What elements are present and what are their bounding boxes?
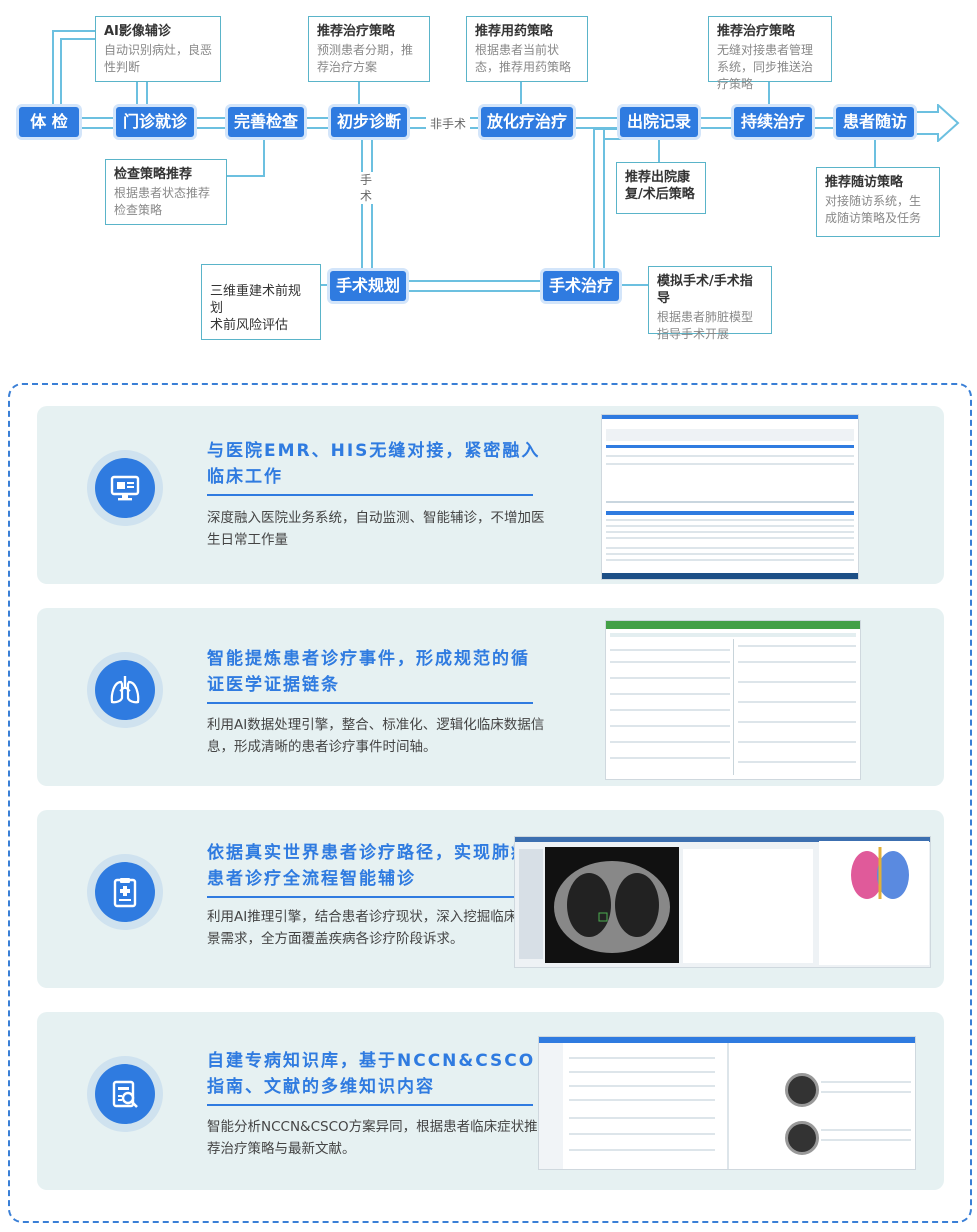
flow-end-arrow-icon: [913, 104, 960, 142]
note-title: 推荐用药策略: [475, 24, 554, 39]
feature-card-knowledge: 自建专病知识库，基于NCCN&CSCO指南、文献的多维知识内容 智能分析NCCN…: [37, 1012, 944, 1190]
note-connector: [520, 82, 522, 110]
note-connector: [146, 82, 148, 110]
note-body: 术前风险评估: [210, 318, 289, 333]
feature-divider: [207, 494, 533, 496]
note-title: 推荐治疗策略: [717, 24, 796, 39]
note-medication-strategy: 推荐用药策略 根据患者当前状态，推荐用药策略: [466, 16, 588, 82]
note-title: AI影像辅诊: [104, 24, 171, 39]
note-title: 推荐治疗策略: [317, 24, 396, 39]
feature-divider: [207, 702, 533, 704]
note-connector: [60, 38, 96, 40]
feature-divider: [207, 896, 533, 898]
surgery-connector-bottom: [406, 290, 546, 292]
node-chemoradiotherapy: 放化疗治疗: [481, 107, 573, 137]
feature-icon: [87, 652, 163, 728]
feature-description: 利用AI推理引擎，结合患者诊疗现状，深入挖掘临床各场景需求，全方面覆盖疾病各诊疗…: [207, 909, 545, 947]
node-followup: 患者随访: [836, 107, 914, 137]
note-connector: [60, 38, 62, 110]
3d-lung-model: [851, 847, 909, 899]
note-body: 根据患者肺脏模型指导手术开展: [657, 310, 754, 341]
search-book-icon: [112, 1080, 138, 1108]
note-ai-imaging: AI影像辅诊 自动识别病灶，良恶性判断: [95, 16, 221, 82]
note-body: 无缝对接患者管理系统，同步推送治疗策略: [717, 43, 814, 91]
note-body: 根据患者当前状态，推荐用药策略: [475, 43, 572, 74]
note-connector: [320, 284, 332, 286]
surgery-label: 手术: [359, 172, 373, 204]
node-examination: 完善检查: [228, 107, 304, 137]
workflow-diagram: 体 检 门诊就诊 完善检查 初步诊断 放化疗治疗 出院记录 持续治疗 患者随访 …: [0, 0, 977, 360]
non-surgery-label: 非手术: [426, 115, 471, 132]
node-surgery-planning: 手术规划: [330, 271, 406, 301]
note-body: 预测患者分期，推荐治疗方案: [317, 43, 414, 74]
node-checkup: 体 检: [19, 107, 79, 137]
surgery-return-top-2: [603, 138, 623, 140]
node-initial-diagnosis: 初步诊断: [331, 107, 407, 137]
lungs-icon: [110, 676, 140, 704]
note-connector: [263, 137, 265, 177]
note-surgery-guidance: 模拟手术/手术指导 根据患者肺脏模型指导手术开展: [648, 266, 772, 341]
surgery-branch-line-1: [361, 137, 363, 277]
surgery-branch-line-2: [371, 137, 373, 277]
node-continued-treatment: 持续治疗: [734, 107, 812, 137]
note-title: 模拟手术/手术指导: [657, 274, 753, 306]
emr-screenshot: [601, 414, 859, 580]
feature-title: 与医院EMR、HIS无缝对接，紧密融入临床工作: [207, 441, 541, 487]
note-title: 推荐出院康复/术后策略: [625, 170, 695, 202]
note-followup-strategy: 推荐随访策略 对接随访系统，生成随访策略及任务: [816, 167, 940, 237]
feature-title: 智能提炼患者诊疗事件，形成规范的循证医学证据链条: [207, 649, 530, 695]
feature-card-pathway: 依据真实世界患者诊疗路径，实现肺癌患者诊疗全流程智能辅诊 利用AI推理引擎，结合…: [37, 810, 944, 988]
feature-card-emr: 与医院EMR、HIS无缝对接，紧密融入临床工作 深度融入医院业务系统，自动监测、…: [37, 406, 944, 584]
note-body: 根据患者状态推荐检查策略: [114, 186, 211, 217]
knowledge-screenshot: [538, 1036, 916, 1170]
feature-title: 自建专病知识库，基于NCCN&CSCO指南、文献的多维知识内容: [207, 1051, 536, 1097]
feature-title: 依据真实世界患者诊疗路径，实现肺癌患者诊疗全流程智能辅诊: [207, 843, 530, 889]
node-discharge: 出院记录: [620, 107, 698, 137]
note-body: 对接随访系统，生成随访策略及任务: [825, 194, 922, 225]
surgery-return-line-2: [603, 128, 605, 274]
note-title: 推荐随访策略: [825, 175, 904, 190]
note-title: 三维重建术前规划: [210, 284, 302, 316]
feature-icon: [87, 1056, 163, 1132]
feature-description: 利用AI数据处理引擎，整合、标准化、逻辑化临床数据信息，形成清晰的患者诊疗事件时…: [207, 717, 545, 755]
note-discharge-strategy: 推荐出院康复/术后策略: [616, 162, 706, 214]
note-connector: [225, 175, 265, 177]
note-treatment-strategy: 推荐治疗策略 预测患者分期，推荐治疗方案: [308, 16, 430, 82]
note-continued-strategy: 推荐治疗策略 无缝对接患者管理系统，同步推送治疗策略: [708, 16, 832, 91]
note-body: 自动识别病灶，良恶性判断: [104, 43, 213, 74]
note-connector: [874, 137, 876, 167]
surgery-connector-top: [406, 280, 546, 282]
surgery-return-top: [593, 128, 623, 130]
ct-screenshot: [514, 836, 931, 968]
clipboard-icon: [113, 878, 137, 908]
node-surgery-treatment: 手术治疗: [543, 271, 619, 301]
feature-description: 深度融入医院业务系统，自动监测、智能辅诊，不增加医生日常工作量: [207, 510, 545, 548]
feature-divider: [207, 1104, 533, 1106]
feature-description: 智能分析NCCN&CSCO方案异同，根据患者临床症状推荐治疗策略与最新文献。: [207, 1119, 538, 1157]
note-connector: [52, 30, 54, 110]
note-title: 检查策略推荐: [114, 167, 193, 182]
note-exam-strategy: 检查策略推荐 根据患者状态推荐检查策略: [105, 159, 227, 225]
surgery-return-line-1: [593, 128, 595, 274]
note-connector: [768, 82, 770, 110]
node-outpatient: 门诊就诊: [116, 107, 194, 137]
feature-icon: [87, 854, 163, 930]
note-connector: [618, 284, 648, 286]
note-3d-planning: 三维重建术前规划 术前风险评估: [201, 264, 321, 340]
note-connector: [52, 30, 96, 32]
note-connector: [136, 82, 138, 110]
timeline-screenshot: [605, 620, 861, 780]
features-frame: [8, 383, 972, 1223]
monitor-icon: [110, 475, 140, 501]
feature-icon: [87, 450, 163, 526]
note-connector: [658, 137, 660, 162]
note-connector: [358, 82, 360, 110]
feature-card-events: 智能提炼患者诊疗事件，形成规范的循证医学证据链条 利用AI数据处理引擎，整合、标…: [37, 608, 944, 786]
ct-lung-image: [554, 861, 670, 953]
